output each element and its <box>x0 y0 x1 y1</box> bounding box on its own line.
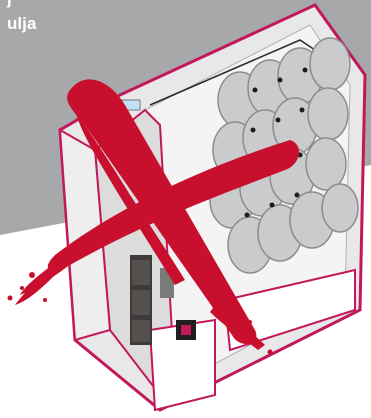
caption-line-1: j <box>7 0 207 11</box>
caption-line-2: ulja <box>7 11 207 36</box>
caption-text: j ulja <box>7 0 207 36</box>
